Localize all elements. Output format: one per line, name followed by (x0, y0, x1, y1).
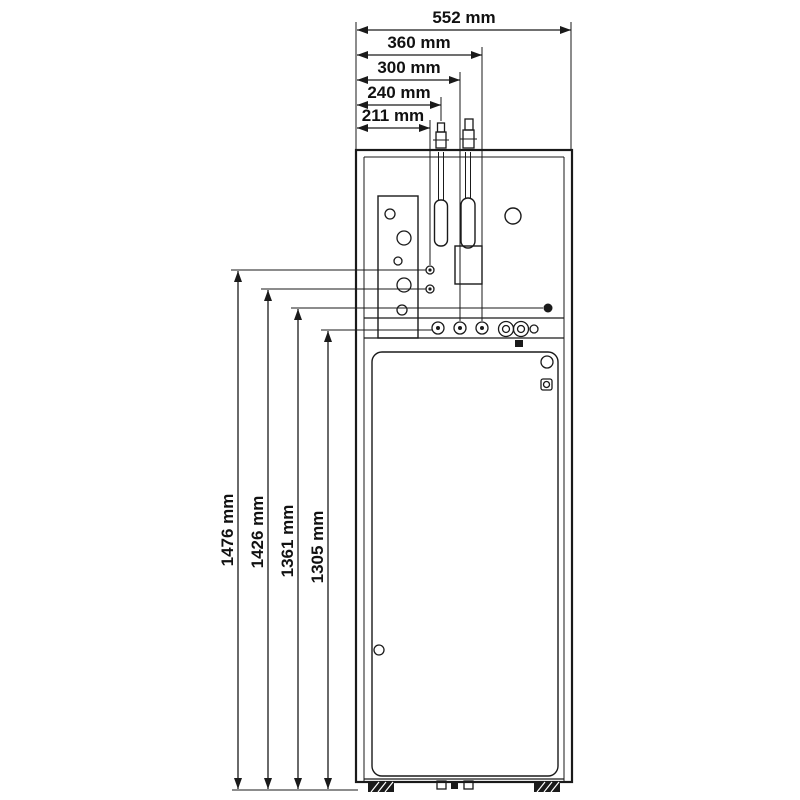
dim-label-300: 300 mm (377, 58, 440, 77)
drain-plug (451, 783, 458, 789)
door-lock-circle (373, 644, 385, 656)
reference-port-upper-dot (428, 268, 432, 272)
dim-label-1305: 1305 mm (308, 511, 327, 584)
connection-port (475, 321, 489, 335)
valve-fitting-right-cap (464, 118, 474, 131)
dim-label-211: 211 mm (362, 106, 424, 125)
connection-port-dot (436, 326, 440, 330)
foot-right-hatch (543, 781, 553, 793)
pipe-left-body (433, 199, 449, 247)
connection-port-small (529, 324, 539, 334)
connection-port-dot (480, 326, 484, 330)
pump-circle (504, 207, 522, 225)
reference-port-lower-dot (428, 287, 432, 291)
dim-label-240: 240 mm (367, 83, 430, 102)
base-plinth (364, 778, 564, 793)
dim-label-1426: 1426 mm (248, 496, 267, 569)
pipe-left (433, 122, 449, 247)
vertical-dimensions: 1476 mm 1426 mm 1361 mm 1305 mm (218, 269, 543, 791)
dim-label-1361: 1361 mm (278, 505, 297, 578)
door-hinge-circle (540, 355, 554, 369)
cabinet-outer-frame (354, 148, 574, 784)
unit-cabinet (354, 118, 574, 793)
panel-port-circle (396, 230, 412, 246)
side-reference-dot (543, 303, 553, 313)
connection-port-dot (458, 326, 462, 330)
pipe-right-body (460, 197, 476, 249)
drain-fitting (463, 780, 474, 790)
foot-left-hatch (384, 781, 394, 793)
connection-ports (431, 320, 539, 347)
panel-port-circle (384, 208, 396, 220)
cable-gland-square (515, 340, 523, 347)
foot-left-hatch (370, 781, 380, 793)
pipe-right (460, 118, 477, 249)
panel-port-circle (396, 277, 412, 293)
foot-left (368, 782, 394, 792)
door-latch-square (540, 378, 553, 391)
panel-port-circle (393, 256, 403, 266)
dim-label-360: 360 mm (387, 33, 450, 52)
door-latch-dot (542, 380, 551, 389)
valve-fitting-left-cap (436, 122, 446, 133)
connection-port-large (497, 320, 515, 338)
foot-right-hatch (550, 781, 560, 793)
connection-port (453, 321, 467, 335)
front-door-panel (371, 351, 559, 777)
drain-fitting (436, 780, 447, 790)
dim-label-552: 552 mm (432, 8, 495, 27)
connection-port-inner (516, 324, 526, 334)
hydraulic-panel (377, 195, 419, 339)
foot-right (534, 782, 560, 792)
connection-port-inner (501, 324, 511, 334)
control-box (454, 245, 483, 285)
foot-left-hatch (377, 781, 387, 793)
connection-port (431, 321, 445, 335)
panel-port-circle (396, 304, 408, 316)
foot-right-hatch (536, 781, 546, 793)
connection-port-large (512, 320, 530, 338)
dim-label-1476: 1476 mm (218, 494, 237, 567)
horizontal-dimensions: 552 mm 360 mm 300 mm 240 mm 211 mm (355, 8, 572, 321)
